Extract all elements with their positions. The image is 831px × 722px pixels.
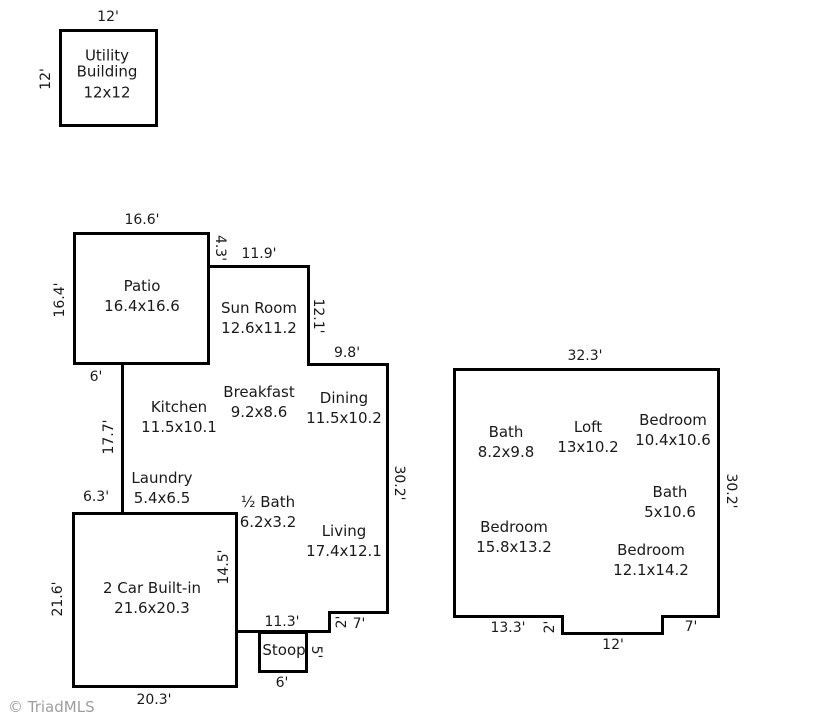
room-name: Kitchen: [150, 398, 208, 416]
room-label-laundry: Laundry 5.4x6.5: [131, 468, 192, 508]
room-label-utility-building: Utility Building 12x12: [65, 48, 149, 101]
dim-second-bottom-right: 7': [684, 619, 698, 635]
dim-garage-inner-right: 14.5': [216, 549, 232, 585]
room-name: Bedroom: [639, 411, 707, 429]
room-label-bedroom-upper-right: Bedroom 10.4x10.6: [635, 410, 711, 450]
dim-dining-top: 9.8': [333, 345, 361, 361]
dim-main-bottom: 11.3': [264, 614, 300, 630]
main-bottom-wall: [237, 630, 331, 633]
garage-outline: [72, 512, 238, 688]
main-left-wall: [121, 365, 124, 515]
dim-main-right: 30.2': [391, 465, 407, 501]
second-floor-bottom-right-wall: [661, 615, 720, 618]
dim-sunroom-right: 12.1': [310, 298, 326, 334]
second-floor-bottom-left-wall: [453, 615, 564, 618]
room-name: Bath: [652, 483, 688, 501]
dim-sunroom-top: 11.9': [241, 246, 277, 262]
dim-second-right: 30.2': [723, 473, 739, 509]
room-dims: 15.8x13.2: [476, 538, 552, 556]
room-dims: 17.4x12.1: [306, 542, 382, 560]
second-floor-top-wall: [453, 368, 720, 371]
dim-garage-top-left: 6.3': [82, 489, 110, 505]
room-dims: 12.1x14.2: [613, 561, 689, 579]
dim-garage-left: 21.6': [50, 581, 66, 617]
room-name: 2 Car Built-in: [102, 579, 202, 597]
dining-top-wall: [307, 363, 389, 366]
second-floor-left-wall: [453, 368, 456, 618]
room-label-bedroom-lower-left: Bedroom 15.8x13.2: [476, 517, 552, 557]
room-label-dining: Dining 11.5x10.2: [306, 388, 382, 428]
room-dims: 11.5x10.2: [306, 409, 382, 427]
room-dims: 16.4x16.6: [104, 297, 180, 315]
dim-stoop-bottom: 6': [275, 675, 289, 691]
room-label-loft: Loft 13x10.2: [557, 417, 618, 457]
room-name: Sun Room: [220, 299, 298, 317]
room-label-sun-room: Sun Room 12.6x11.2: [221, 298, 297, 338]
room-dims: 5.4x6.5: [133, 489, 191, 507]
dim-main-step-bottom: 7': [352, 616, 366, 632]
room-name: Bedroom: [480, 518, 548, 536]
room-name: Bath: [488, 423, 524, 441]
room-label-living: Living 17.4x12.1: [306, 521, 382, 561]
dim-second-bottom-left: 13.3': [490, 620, 526, 636]
room-dims: 6.2x3.2: [239, 513, 297, 531]
second-floor-notch-bottom-wall: [561, 632, 664, 635]
room-name: Loft: [573, 418, 603, 436]
dim-patio-top: 16.6': [124, 212, 160, 228]
room-label-stoop: Stoop: [262, 640, 305, 660]
room-label-half-bath: ½ Bath 6.2x3.2: [240, 492, 297, 532]
main-right-wall: [386, 363, 389, 614]
room-name: Breakfast: [223, 383, 295, 401]
room-name: Laundry: [131, 469, 193, 487]
room-name: Dining: [319, 389, 369, 407]
dim-main-step-depth: 2': [334, 615, 350, 629]
dim-patio-left: 16.4': [52, 282, 68, 318]
room-label-breakfast: Breakfast 9.2x8.6: [223, 382, 294, 422]
room-dims: 9.2x8.6: [230, 403, 288, 421]
room-label-kitchen: Kitchen 11.5x10.1: [141, 397, 217, 437]
sunroom-right-wall: [307, 265, 310, 366]
dim-main-left: 17.7': [101, 419, 117, 455]
sunroom-top-wall: [207, 265, 310, 268]
second-floor-right-wall: [717, 368, 720, 618]
dim-kitchen-top: 6': [89, 369, 103, 385]
room-label-patio: Patio 16.4x16.6: [104, 276, 180, 316]
room-name: Living: [321, 522, 367, 540]
room-dims: 12x12: [83, 83, 131, 102]
dim-second-top: 32.3': [567, 348, 603, 364]
room-name: Utility Building: [76, 46, 138, 81]
room-dims: 11.5x10.1: [141, 418, 217, 436]
main-step-side-wall: [328, 611, 331, 633]
room-name: Stoop: [262, 641, 306, 659]
patio-outline: [73, 232, 210, 365]
room-label-bedroom-lower-right: Bedroom 12.1x14.2: [613, 540, 689, 580]
room-name: Patio: [123, 277, 161, 295]
triadmls-watermark: © TriadMLS: [8, 698, 95, 716]
room-dims: 5x10.6: [644, 503, 696, 521]
room-label-bath-upper-left: Bath 8.2x9.8: [478, 422, 535, 462]
second-floor-notch-left-wall: [561, 615, 564, 635]
dim-utility-left: 12': [38, 68, 54, 90]
dim-second-notch-depth: 2': [542, 620, 558, 634]
dim-sunroom-offset: 4.3': [212, 234, 228, 262]
room-name: Bedroom: [617, 541, 685, 559]
room-label-garage: 2 Car Built-in 21.6x20.3: [103, 578, 201, 618]
dim-utility-top: 12': [97, 9, 119, 25]
room-dims: 21.6x20.3: [114, 599, 190, 617]
room-dims: 8.2x9.8: [477, 443, 535, 461]
room-name: ½ Bath: [240, 493, 296, 511]
room-label-bath-upper-right: Bath 5x10.6: [644, 482, 696, 522]
living-bottom-step-wall: [328, 611, 389, 614]
dim-stoop-right: 5': [308, 645, 324, 659]
room-dims: 12.6x11.2: [221, 319, 297, 337]
utility-building-outline: [59, 29, 158, 127]
room-dims: 10.4x10.6: [635, 431, 711, 449]
second-floor-notch-right-wall: [661, 615, 664, 635]
room-dims: 13x10.2: [557, 438, 619, 456]
dim-garage-bottom: 20.3': [136, 692, 172, 708]
dim-second-notch-bottom: 12': [602, 637, 624, 653]
